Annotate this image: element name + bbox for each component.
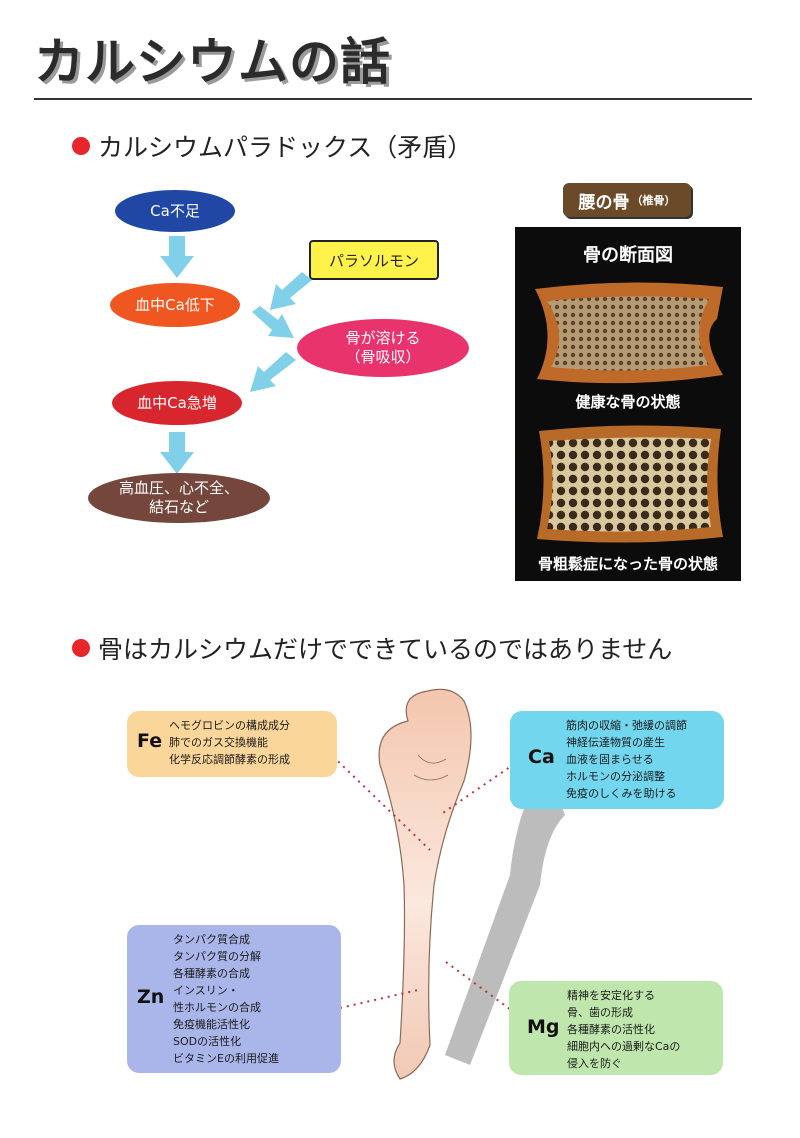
mg-symbol: Mg	[527, 1016, 560, 1038]
photo-label-main: 腰の骨	[578, 192, 630, 213]
ca-info-box: Ca 筋肉の収縮・弛緩の調節 神経伝達物質の産生 血液を固まらせる ホルモンの分…	[510, 711, 724, 809]
fe-line-2: 肺でのガス交換機能	[169, 736, 268, 749]
down-arrow-icon	[160, 236, 194, 278]
ca-lines: 筋肉の収縮・弛緩の調節 神経伝達物質の産生 血液を固まらせる ホルモンの分泌調整…	[566, 717, 687, 802]
healthy-bone-caption: 健康な骨の状態	[575, 393, 681, 411]
mg-line-2: 骨、歯の形成	[567, 1006, 633, 1019]
mg-line-1: 精神を安定化する	[567, 989, 655, 1002]
zn-line-7: SODの活性化	[173, 1035, 242, 1048]
section1-heading: カルシウムパラドックス（矛盾）	[72, 128, 472, 164]
zn-line-1: タンパク質合成	[173, 933, 250, 946]
ca-symbol: Ca	[528, 746, 555, 768]
flow-bone-dissolve: 骨が溶ける （骨吸収）	[297, 319, 469, 377]
red-bullet-icon	[72, 639, 90, 657]
diagonal-arrow-icon	[252, 306, 294, 338]
zn-line-5: 性ホルモンの合成	[173, 1001, 261, 1014]
mg-lines: 精神を安定化する 骨、歯の形成 各種酵素の活性化 細胞内への過剰なCaの 侵入を…	[567, 987, 680, 1072]
flow-parathormone-label: パラソルモン	[328, 251, 419, 270]
zn-line-6: 免疫機能活性化	[173, 1018, 250, 1031]
title-divider	[34, 98, 752, 100]
zn-lines: タンパク質合成 タンパク質の分解 各種酵素の合成 インスリン・ 性ホルモンの合成…	[173, 931, 279, 1067]
flow-ca-shortage-label: Ca不足	[150, 201, 200, 220]
healthy-bone-image	[535, 282, 723, 384]
fe-line-3: 化学反応調節酵素の形成	[169, 753, 290, 766]
page-title: カルシウムの話	[34, 33, 391, 91]
osteoporosis-caption: 骨粗鬆症になった骨の状態	[537, 555, 718, 573]
flow-diseases-line2: 結石など	[148, 498, 209, 516]
ca-line-1: 筋肉の収縮・弛緩の調節	[566, 719, 687, 732]
flow-blood-ca-low-label: 血中Ca低下	[135, 295, 215, 314]
zn-line-2: タンパク質の分解	[173, 950, 261, 963]
flow-blood-ca-surge-label: 血中Ca急増	[137, 393, 217, 412]
ca-line-4: ホルモンの分泌調整	[566, 770, 665, 783]
photo-label-sub: （椎骨）	[631, 194, 676, 207]
flow-ca-shortage: Ca不足	[115, 190, 235, 232]
section2-heading-text: 骨はカルシウムだけでできているのではありません	[98, 635, 673, 664]
red-bullet-icon	[72, 137, 90, 155]
diagonal-arrow-icon	[270, 272, 312, 310]
zn-line-8: ビタミンEの利用促進	[173, 1052, 279, 1065]
flow-blood-ca-surge: 血中Ca急増	[112, 381, 242, 425]
flow-bone-dissolve-line2: （骨吸収）	[345, 348, 421, 366]
section2-heading: 骨はカルシウムだけでできているのではありません	[72, 630, 672, 666]
ca-line-5: 免疫のしくみを助ける	[566, 787, 677, 800]
ca-line-2: 神経伝達物質の産生	[566, 736, 665, 749]
diagonal-arrow-icon	[250, 352, 296, 392]
down-arrow-icon	[160, 432, 194, 474]
flow-blood-ca-low: 血中Ca低下	[110, 283, 240, 327]
flow-parathormone: パラソルモン	[309, 240, 439, 280]
osteoporosis-bone-image	[537, 425, 723, 543]
zn-line-3: 各種酵素の合成	[173, 967, 250, 980]
zn-symbol: Zn	[137, 986, 165, 1008]
zn-line-4: インスリン・	[173, 984, 239, 997]
fe-line-1: ヘモグロビンの構成成分	[169, 719, 290, 732]
flow-bone-dissolve-line1: 骨が溶ける	[345, 329, 421, 347]
fe-symbol: Fe	[137, 730, 163, 752]
bone-cross-section-panel: 骨の断面図 健康な骨の状態 骨粗鬆症になった骨の状態	[515, 227, 741, 581]
mg-info-box: Mg 精神を安定化する 骨、歯の形成 各種酵素の活性化 細胞内への過剰なCaの …	[509, 981, 723, 1075]
fe-lines: ヘモグロビンの構成成分 肺でのガス交換機能 化学反応調節酵素の形成	[169, 717, 290, 768]
photo-label: 腰の骨（椎骨）	[563, 183, 691, 217]
ca-line-3: 血液を固まらせる	[566, 753, 654, 766]
mg-line-4: 細胞内への過剰なCaの	[567, 1040, 681, 1053]
mg-line-3: 各種酵素の活性化	[567, 1023, 655, 1036]
mg-line-5: 侵入を防ぐ	[567, 1057, 622, 1070]
flow-diseases: 高血圧、心不全、 結石など	[88, 473, 270, 523]
flow-diseases-line1: 高血圧、心不全、	[118, 479, 239, 497]
section1-heading-text: カルシウムパラドックス（矛盾）	[98, 133, 473, 162]
fe-info-box: Fe ヘモグロビンの構成成分 肺でのガス交換機能 化学反応調節酵素の形成	[127, 711, 337, 777]
photo-heading: 骨の断面図	[583, 245, 673, 266]
zn-info-box: Zn タンパク質合成 タンパク質の分解 各種酵素の合成 インスリン・ 性ホルモン…	[127, 925, 341, 1073]
bone-illustration	[378, 688, 565, 1080]
